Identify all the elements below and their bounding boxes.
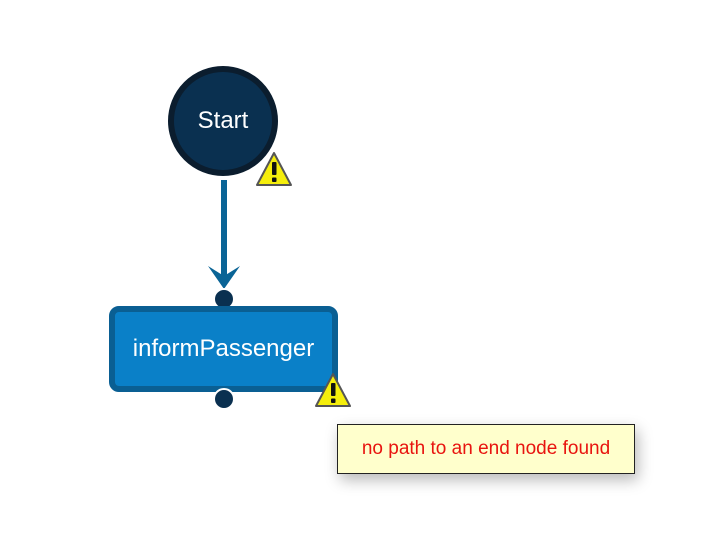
start-node[interactable]: Start xyxy=(168,66,278,176)
start-node-label: Start xyxy=(197,107,249,134)
task-node-informpassenger[interactable]: informPassenger xyxy=(109,306,338,392)
output-port[interactable] xyxy=(213,388,235,410)
warning-icon xyxy=(256,152,292,186)
validation-tooltip: no path to an end node found xyxy=(337,424,635,474)
tooltip-message: no path to an end node found xyxy=(361,438,611,459)
task-node-label: informPassenger xyxy=(132,335,315,362)
warning-icon xyxy=(315,373,351,407)
edge-arrowhead xyxy=(208,266,240,289)
